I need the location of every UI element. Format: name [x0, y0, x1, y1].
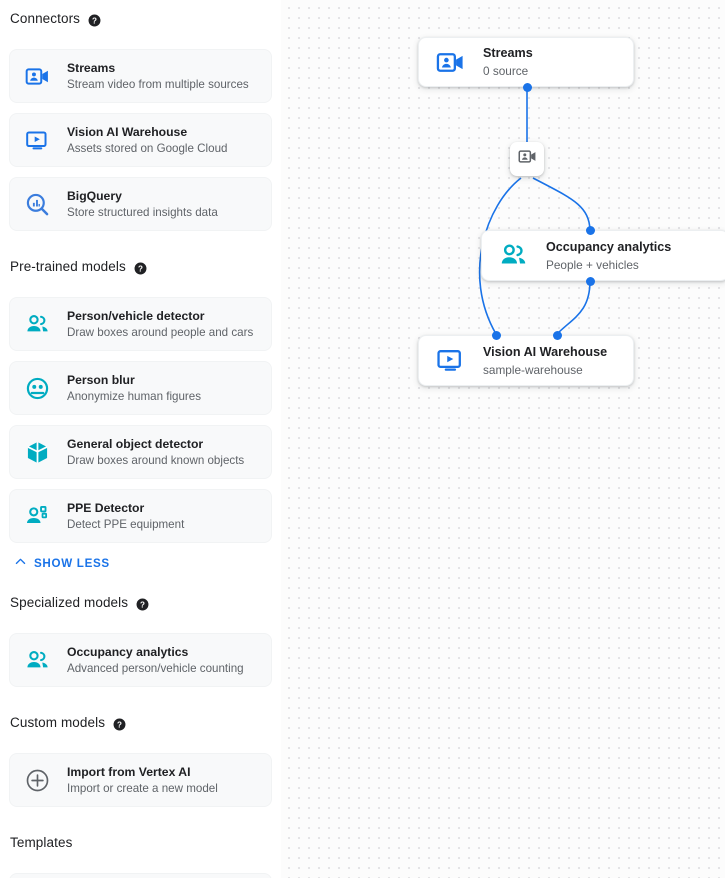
section-header-custom-models: Custom models ?: [10, 713, 272, 733]
card-subtitle: Advanced person/vehicle counting: [67, 661, 244, 675]
ppe-person-icon: [24, 503, 50, 529]
svg-text:?: ?: [138, 264, 143, 273]
section-title: Pre-trained models: [10, 259, 126, 274]
connector-card-bigquery[interactable]: BigQuery Store structured insights data: [9, 177, 272, 231]
card-subtitle: Detect PPE equipment: [67, 517, 185, 531]
card-subtitle: Anonymize human figures: [67, 389, 202, 403]
section-title: Specialized models: [10, 595, 129, 610]
help-icon[interactable]: ?: [134, 262, 147, 275]
section-title: Custom models: [10, 715, 106, 730]
graph-edges: [478, 87, 591, 335]
port-occupancy-input[interactable]: [585, 225, 595, 235]
videocam-person-icon: [435, 47, 465, 77]
graph-canvas[interactable]: Streams 0 source: [281, 0, 725, 878]
card-title: BigQuery: [67, 188, 122, 203]
show-less-label: SHOW LESS: [34, 556, 110, 570]
card-title: Vision AI Warehouse: [67, 124, 188, 139]
svg-text:?: ?: [140, 600, 145, 609]
graph-node-occupancy-analytics[interactable]: Occupancy analytics People + vehicles: [481, 230, 725, 281]
node-title: Streams: [483, 46, 533, 60]
connector-card-vision-ai-warehouse[interactable]: Vision AI Warehouse Assets stored on Goo…: [9, 113, 272, 167]
card-title: Streams: [67, 60, 116, 75]
graph-node-badge-stream[interactable]: [510, 142, 544, 176]
card-subtitle: Draw boxes around known objects: [67, 453, 245, 467]
node-subtitle: People + vehicles: [546, 257, 639, 272]
help-icon[interactable]: ?: [88, 14, 101, 27]
node-title: Vision AI Warehouse: [483, 344, 608, 359]
section-title: Templates: [10, 835, 73, 850]
video-monitor-icon: [435, 346, 465, 376]
people-icon: [24, 311, 50, 337]
cube-icon: [24, 439, 50, 465]
card-subtitle: Assets stored on Google Cloud: [67, 141, 228, 155]
section-header-specialized-models: Specialized models ?: [10, 593, 272, 613]
help-icon[interactable]: ?: [136, 598, 149, 611]
template-card-application-template[interactable]: Application template Video streams + Vis…: [9, 873, 272, 878]
bigquery-search-icon: [24, 191, 50, 217]
plus-circle-icon: [24, 767, 50, 793]
card-title: General object detector: [67, 436, 204, 451]
people-icon: [498, 241, 528, 271]
chevron-up-icon: [13, 554, 28, 572]
show-less-button[interactable]: SHOW LESS: [13, 553, 272, 573]
port-warehouse-input-right[interactable]: [552, 330, 562, 340]
card-title: Person blur: [67, 372, 135, 387]
port-streams-output[interactable]: [522, 82, 532, 92]
node-title: Occupancy analytics: [546, 239, 672, 254]
model-card-import-from-vertex-ai[interactable]: Import from Vertex AI Import or create a…: [9, 753, 272, 807]
card-title: Import from Vertex AI: [67, 764, 191, 779]
videocam-person-icon: [24, 63, 50, 89]
node-subtitle: sample-warehouse: [483, 362, 583, 377]
node-subtitle: 0 source: [483, 64, 529, 78]
card-subtitle: Store structured insights data: [67, 205, 218, 219]
card-subtitle: Stream video from multiple sources: [67, 77, 249, 91]
graph-node-vision-ai-warehouse[interactable]: Vision AI Warehouse sample-warehouse: [418, 335, 634, 386]
port-occupancy-output[interactable]: [585, 276, 595, 286]
model-card-person-vehicle-detector[interactable]: Person/vehicle detector Draw boxes aroun…: [9, 297, 272, 351]
card-subtitle: Draw boxes around people and cars: [67, 325, 254, 339]
model-card-general-object-detector[interactable]: General object detector Draw boxes aroun…: [9, 425, 272, 479]
section-title: Connectors: [10, 11, 81, 26]
card-subtitle: Import or create a new model: [67, 781, 218, 795]
svg-text:?: ?: [117, 720, 122, 729]
face-blur-icon: [24, 375, 50, 401]
model-card-person-blur[interactable]: Person blur Anonymize human figures: [9, 361, 272, 415]
section-header-templates: Templates: [10, 833, 272, 853]
connector-card-streams[interactable]: Streams Stream video from multiple sourc…: [9, 49, 272, 103]
videocam-person-icon: [518, 147, 537, 171]
model-card-occupancy-analytics[interactable]: Occupancy analytics Advanced person/vehi…: [9, 633, 272, 687]
people-icon: [24, 647, 50, 673]
card-title: Occupancy analytics: [67, 644, 189, 659]
help-icon[interactable]: ?: [113, 718, 126, 731]
video-monitor-icon: [24, 127, 50, 153]
card-title: Person/vehicle detector: [67, 308, 205, 323]
section-header-pre-trained-models: Pre-trained models ?: [10, 257, 272, 277]
graph-node-streams[interactable]: Streams 0 source: [418, 37, 634, 87]
component-sidebar: Connectors ? Streams Stream video from m…: [0, 0, 281, 878]
port-warehouse-input-left[interactable]: [491, 330, 501, 340]
section-header-connectors: Connectors ?: [10, 9, 272, 29]
model-card-ppe-detector[interactable]: PPE Detector Detect PPE equipment: [9, 489, 272, 543]
card-title: PPE Detector: [67, 500, 145, 515]
svg-text:?: ?: [92, 16, 97, 25]
